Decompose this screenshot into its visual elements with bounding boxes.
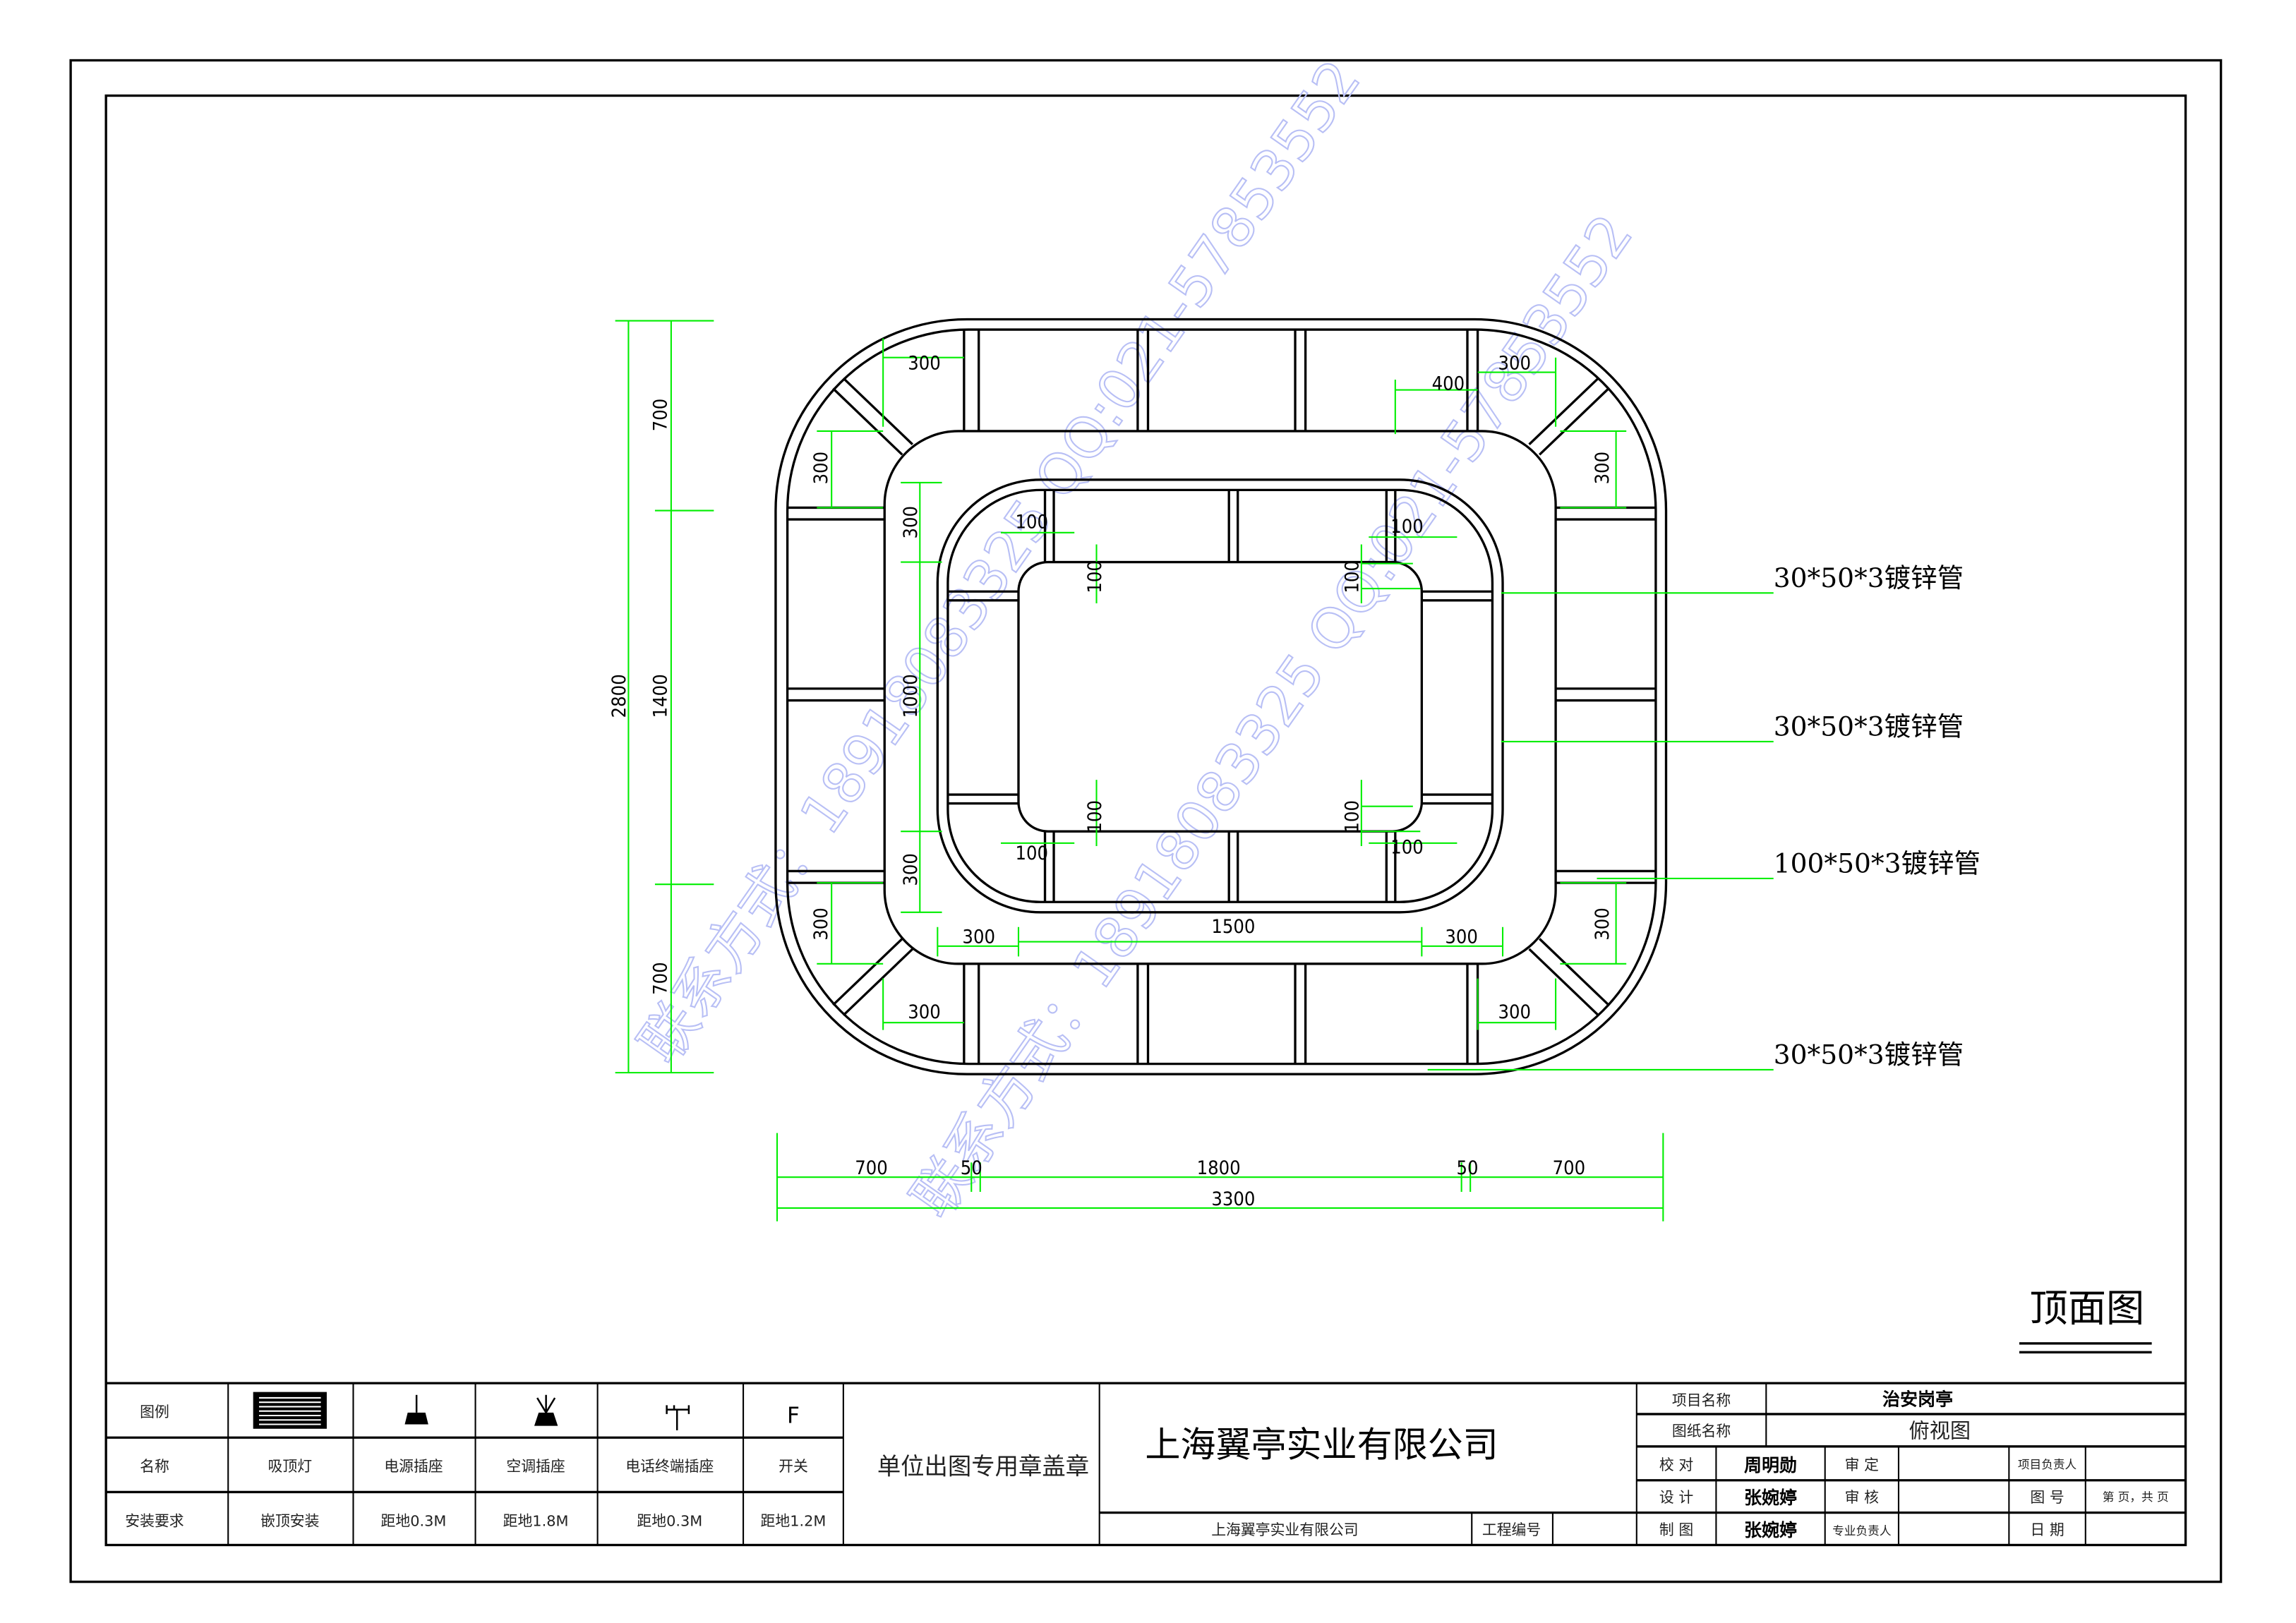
svg-text:700: 700 — [650, 399, 672, 432]
svg-text:300: 300 — [810, 907, 832, 941]
svg-text:100: 100 — [1084, 560, 1106, 593]
svg-text:300: 300 — [1498, 1001, 1531, 1023]
svg-text:700: 700 — [650, 962, 672, 995]
svg-text:治安岗亭: 治安岗亭 — [1882, 1389, 1953, 1409]
svg-text:距地0.3M: 距地0.3M — [381, 1512, 447, 1529]
dimension-texts: 700 2800 1400 700 700 50 1800 50 700 330… — [608, 352, 1613, 1209]
svg-text:100: 100 — [1342, 800, 1364, 833]
pipe-label: 30*50*3镀锌管 — [1774, 562, 1964, 593]
svg-text:开关: 开关 — [779, 1458, 808, 1475]
svg-text:100: 100 — [1084, 800, 1106, 833]
svg-text:图例: 图例 — [140, 1404, 169, 1420]
svg-text:吸顶灯: 吸顶灯 — [268, 1458, 313, 1475]
phone-socket-icon — [666, 1405, 690, 1430]
svg-text:上海翼亭实业有限公司: 上海翼亭实业有限公司 — [1211, 1521, 1358, 1538]
svg-text:700: 700 — [855, 1157, 888, 1179]
title-block: F 图例 名称 安装要求 吸顶灯 电源插座 空调插座 电话终端插座 开关 嵌顶安… — [106, 1382, 2186, 1545]
outer-frame — [69, 59, 2223, 1583]
svg-text:审 核: 审 核 — [1845, 1489, 1879, 1506]
svg-text:3300: 3300 — [1211, 1188, 1255, 1210]
ac-socket-icon — [534, 1394, 558, 1426]
svg-text:第 页，共 页: 第 页，共 页 — [2103, 1490, 2169, 1504]
svg-text:安装要求: 安装要求 — [125, 1512, 184, 1529]
svg-text:专业负责人: 专业负责人 — [1832, 1524, 1892, 1538]
svg-text:单位出图专用章盖章: 单位出图专用章盖章 — [877, 1452, 1089, 1480]
pipe-labels: 30*50*3镀锌管 30*50*3镀锌管 100*50*3镀锌管 30*50*… — [1774, 562, 1981, 1070]
pipe-label: 30*50*3镀锌管 — [1774, 1039, 1964, 1070]
svg-text:设 计: 设 计 — [1659, 1489, 1693, 1506]
svg-text:100: 100 — [1342, 560, 1364, 593]
svg-text:300: 300 — [1592, 452, 1613, 485]
svg-text:图 号: 图 号 — [2030, 1489, 2064, 1506]
svg-text:日 期: 日 期 — [2030, 1521, 2064, 1538]
svg-text:周明勋: 周明勋 — [1744, 1455, 1797, 1476]
svg-text:1500: 1500 — [1211, 916, 1255, 938]
svg-text:俯视图: 俯视图 — [1909, 1418, 1971, 1442]
svg-text:300: 300 — [810, 452, 832, 485]
svg-text:项目负责人: 项目负责人 — [2018, 1458, 2077, 1471]
svg-text:300: 300 — [1445, 927, 1478, 948]
svg-text:工程编号: 工程编号 — [1482, 1521, 1541, 1538]
dimension-lines — [615, 320, 1774, 1221]
svg-text:上海翼亭实业有限公司: 上海翼亭实业有限公司 — [1145, 1424, 1498, 1465]
svg-text:空调插座: 空调插座 — [506, 1458, 565, 1475]
svg-text:300: 300 — [900, 506, 922, 539]
svg-text:距地0.3M: 距地0.3M — [637, 1512, 702, 1529]
pipe-label: 100*50*3镀锌管 — [1774, 848, 1981, 879]
switch-icon: F — [787, 1403, 800, 1428]
svg-text:100: 100 — [1016, 512, 1049, 533]
svg-text:50: 50 — [1456, 1157, 1478, 1179]
svg-text:1400: 1400 — [650, 674, 672, 718]
svg-text:50: 50 — [961, 1157, 982, 1179]
svg-text:100: 100 — [1390, 516, 1424, 538]
svg-text:100: 100 — [1016, 843, 1049, 864]
svg-text:1000: 1000 — [900, 674, 922, 718]
svg-text:电源插座: 电源插座 — [384, 1458, 443, 1475]
svg-text:图纸名称: 图纸名称 — [1672, 1423, 1731, 1440]
svg-text:300: 300 — [908, 352, 941, 374]
svg-text:300: 300 — [1498, 352, 1531, 374]
svg-text:100: 100 — [1390, 836, 1424, 858]
svg-text:2800: 2800 — [608, 674, 630, 718]
view-title-underline — [2019, 1342, 2152, 1353]
inner-frame-ring — [936, 478, 1504, 914]
svg-text:300: 300 — [1592, 907, 1613, 941]
power-socket-icon — [404, 1394, 428, 1425]
svg-text:400: 400 — [1432, 373, 1465, 395]
svg-text:项目名称: 项目名称 — [1672, 1392, 1731, 1408]
svg-text:名称: 名称 — [140, 1458, 169, 1475]
svg-text:300: 300 — [908, 1001, 941, 1023]
svg-text:电话终端插座: 电话终端插座 — [625, 1458, 714, 1475]
svg-text:校 对: 校 对 — [1659, 1456, 1693, 1473]
svg-text:1800: 1800 — [1197, 1157, 1241, 1179]
svg-text:300: 300 — [962, 927, 995, 948]
ceiling-light-icon — [253, 1392, 327, 1429]
svg-text:张婉婷: 张婉婷 — [1744, 1520, 1797, 1540]
svg-text:制 图: 制 图 — [1659, 1521, 1693, 1538]
svg-text:700: 700 — [1553, 1157, 1586, 1179]
view-title: 顶面图 — [2030, 1286, 2145, 1331]
inner-frame — [104, 94, 2187, 1547]
svg-text:张婉婷: 张婉婷 — [1744, 1488, 1797, 1508]
svg-text:距地1.2M: 距地1.2M — [761, 1512, 827, 1529]
svg-text:审 定: 审 定 — [1845, 1456, 1879, 1473]
svg-text:距地1.8M: 距地1.8M — [503, 1512, 569, 1529]
svg-text:嵌顶安装: 嵌顶安装 — [260, 1512, 320, 1529]
pipe-label: 30*50*3镀锌管 — [1774, 711, 1964, 742]
svg-text:300: 300 — [900, 853, 922, 886]
